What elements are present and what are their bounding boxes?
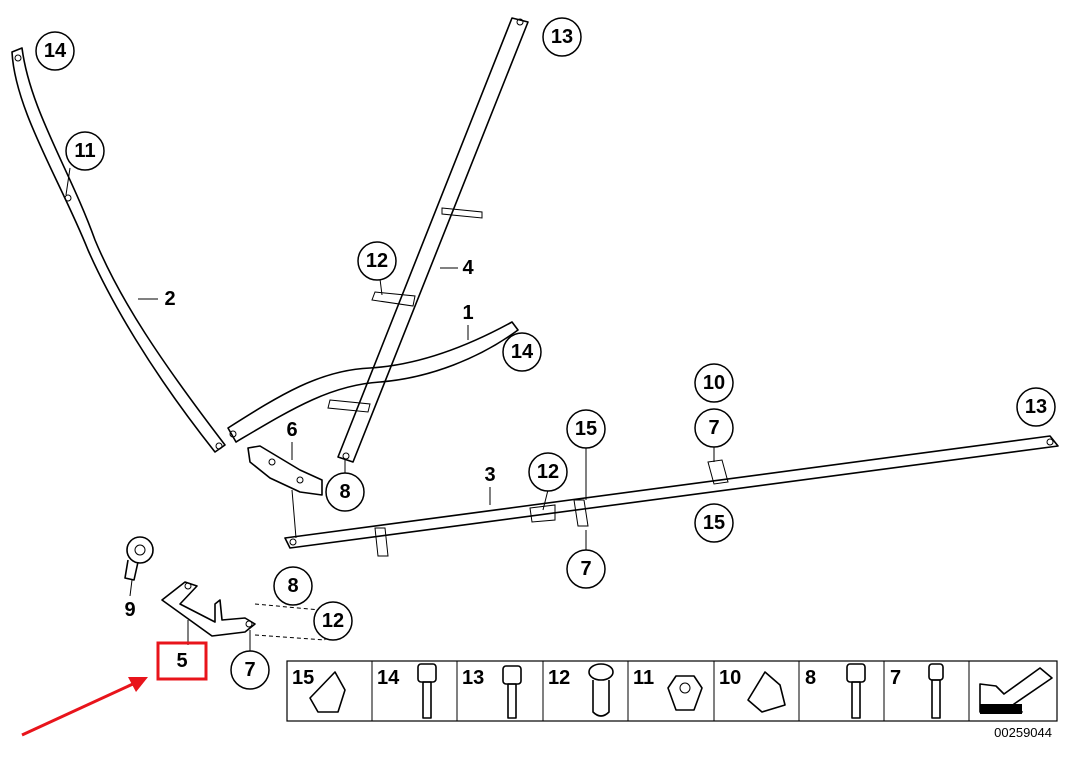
- legend-10: 10: [719, 667, 741, 689]
- svg-text:13: 13: [551, 26, 573, 48]
- svg-text:12: 12: [537, 461, 559, 483]
- svg-text:8: 8: [287, 575, 298, 597]
- part-1-strut: [227, 321, 519, 443]
- leader-lines: [65, 167, 715, 651]
- svg-text:10: 10: [703, 372, 725, 394]
- callout-12[interactable]: 12: [528, 452, 568, 492]
- svg-text:7: 7: [244, 659, 255, 681]
- label-4[interactable]: 4: [462, 257, 474, 279]
- part-2-strut: [11, 47, 226, 453]
- callout-12[interactable]: 12: [313, 601, 353, 641]
- legend-7: 7: [890, 667, 901, 689]
- highlight-box: [156, 641, 208, 681]
- label-6[interactable]: 6: [286, 419, 297, 441]
- svg-text:7: 7: [580, 558, 591, 580]
- svg-text:12: 12: [322, 610, 344, 632]
- part-5-bracket: [161, 581, 256, 637]
- callout-13[interactable]: 13: [1016, 387, 1056, 427]
- label-2[interactable]: 2: [164, 288, 175, 310]
- callout-14[interactable]: 14: [35, 31, 75, 71]
- svg-text:15: 15: [703, 512, 725, 534]
- legend-14: 14: [377, 667, 400, 689]
- label-9[interactable]: 9: [124, 599, 135, 621]
- label-5[interactable]: 5: [176, 650, 187, 672]
- svg-text:11: 11: [74, 140, 95, 162]
- callout-8[interactable]: 8: [273, 566, 313, 606]
- part-6-bracket: [247, 445, 323, 496]
- legend-15: 15: [292, 667, 314, 689]
- legend-13: 13: [462, 667, 484, 689]
- hex-nut-icon: [667, 675, 703, 711]
- callout-15[interactable]: 15: [694, 503, 734, 543]
- callout-14[interactable]: 14: [502, 332, 542, 372]
- svg-text:13: 13: [1025, 396, 1047, 418]
- svg-text:14: 14: [511, 341, 534, 363]
- callout-10[interactable]: 10: [694, 363, 734, 403]
- callout-13[interactable]: 13: [542, 17, 582, 57]
- label-3[interactable]: 3: [484, 464, 495, 486]
- bolt-icon: [846, 663, 866, 719]
- bolt-icon: [417, 663, 437, 719]
- cage-nut-icon: [747, 671, 786, 713]
- rivet-nut-icon: [588, 663, 614, 717]
- bolt-icon: [928, 663, 944, 719]
- svg-text:12: 12: [366, 250, 388, 272]
- parts-legend-strip: 15 14 13 12 11 10 8 7: [286, 660, 1058, 722]
- view-direction-arrow-icon[interactable]: [979, 667, 1053, 714]
- part-9-sensor: [124, 536, 154, 581]
- clip-nut-icon: [309, 671, 346, 713]
- svg-text:7: 7: [708, 417, 719, 439]
- label-1[interactable]: 1: [462, 302, 473, 324]
- part-3-strut: [284, 435, 1059, 549]
- callout-7[interactable]: 7: [694, 408, 734, 448]
- callout-11[interactable]: 11: [65, 131, 105, 171]
- svg-text:8: 8: [339, 481, 350, 503]
- callout-15[interactable]: 15: [566, 409, 606, 449]
- svg-text:15: 15: [575, 418, 597, 440]
- part-4-strut: [337, 17, 529, 463]
- svg-text:14: 14: [44, 40, 67, 62]
- legend-12: 12: [548, 667, 570, 689]
- callout-12[interactable]: 12: [357, 241, 397, 281]
- bolt-icon: [502, 665, 522, 719]
- callout-8[interactable]: 8: [325, 472, 365, 512]
- legend-11: 11: [633, 667, 654, 689]
- drawing-number: 00259044: [994, 725, 1052, 740]
- legend-8: 8: [805, 667, 816, 689]
- callout-7[interactable]: 7: [566, 549, 606, 589]
- callout-7[interactable]: 7: [230, 650, 270, 690]
- red-arrow-icon: [21, 677, 148, 737]
